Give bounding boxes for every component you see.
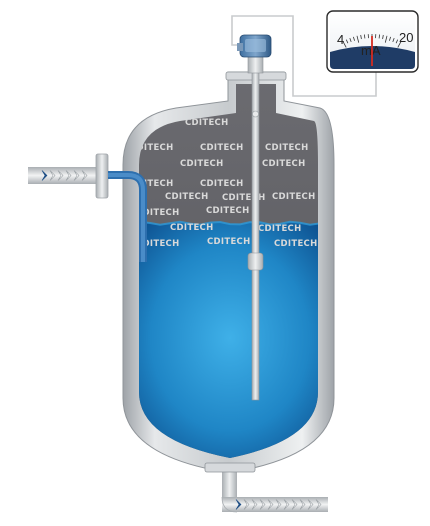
meter-scale-min: 4 xyxy=(337,32,344,47)
chevron-right-icon xyxy=(73,170,80,181)
chevron-right-icon xyxy=(57,170,64,181)
float xyxy=(247,252,264,271)
meter-tick xyxy=(356,35,360,43)
chevron-right-icon xyxy=(283,499,290,510)
chevron-right-icon xyxy=(41,170,48,181)
watermark-text: CDITECH xyxy=(272,192,316,202)
watermark-text: CDITECH xyxy=(170,223,214,233)
inlet-pipe xyxy=(28,153,109,199)
probe-rod xyxy=(251,69,260,401)
meter-tick xyxy=(378,34,380,39)
meter-tick xyxy=(392,37,395,43)
meter-tick xyxy=(389,36,391,41)
meter-tick xyxy=(349,37,352,43)
meter-tick xyxy=(395,39,399,44)
ma-meter: 4 20 mA xyxy=(326,10,419,73)
chevron-right-icon xyxy=(299,499,306,510)
watermark-text: CDITECH xyxy=(222,193,266,203)
chevron-right-icon xyxy=(235,499,242,510)
inlet-flow-arrows xyxy=(41,170,88,181)
transmitter-head xyxy=(237,34,272,74)
chevron-right-icon xyxy=(291,499,298,510)
meter-tick xyxy=(342,41,347,48)
watermark-text: CDITECH xyxy=(136,208,180,218)
chevron-right-icon xyxy=(251,499,258,510)
chevron-right-icon xyxy=(267,499,274,510)
meter-tick xyxy=(360,34,362,40)
chevron-right-icon xyxy=(49,170,56,181)
outlet-flow-arrows xyxy=(235,499,322,510)
watermark-text: CDITECH xyxy=(265,143,309,153)
watermark-text: CDITECH xyxy=(200,143,244,153)
chevron-right-icon xyxy=(259,499,266,510)
meter-tick xyxy=(382,34,384,40)
watermark-text: CDITECH xyxy=(180,159,224,169)
chevron-right-icon xyxy=(307,499,314,510)
watermark-text: CDITECH xyxy=(258,224,302,234)
watermark-text: CDITECH xyxy=(185,118,229,128)
liquid-body xyxy=(139,221,318,458)
watermark-text: CDITECH xyxy=(207,237,251,247)
watermark-text: CDITECH xyxy=(262,159,306,169)
watermark-text: CDITECH xyxy=(165,192,209,202)
watermark-layer: CDITECH CDITECH CDITECH CDITECH CDITECH CDITE… xyxy=(130,118,318,249)
watermark-text: CDITECH xyxy=(274,239,318,249)
watermark-text: CDITECH xyxy=(130,179,174,189)
meter-tick xyxy=(364,34,366,39)
liquid-surface-wave xyxy=(139,220,318,226)
meter-scale-max: 20 xyxy=(399,30,413,45)
chevron-right-icon xyxy=(315,499,322,510)
watermark-text: CDITECH xyxy=(130,143,174,153)
chevron-right-icon xyxy=(275,499,282,510)
watermark-text: CDITECH xyxy=(200,179,244,189)
chevron-right-icon xyxy=(65,170,72,181)
meter-tick xyxy=(397,41,402,48)
signal-wire xyxy=(231,15,377,97)
watermark-text: CDITECH xyxy=(206,206,250,216)
meter-tick xyxy=(345,39,349,44)
watermark-text: CDITECH xyxy=(136,239,180,249)
meter-tick xyxy=(353,36,355,41)
chevron-right-icon xyxy=(243,499,250,510)
meter-unit: mA xyxy=(361,43,381,58)
meter-tick xyxy=(384,35,388,43)
chevron-right-icon xyxy=(81,170,88,181)
meter-scale-ticks xyxy=(342,34,402,48)
